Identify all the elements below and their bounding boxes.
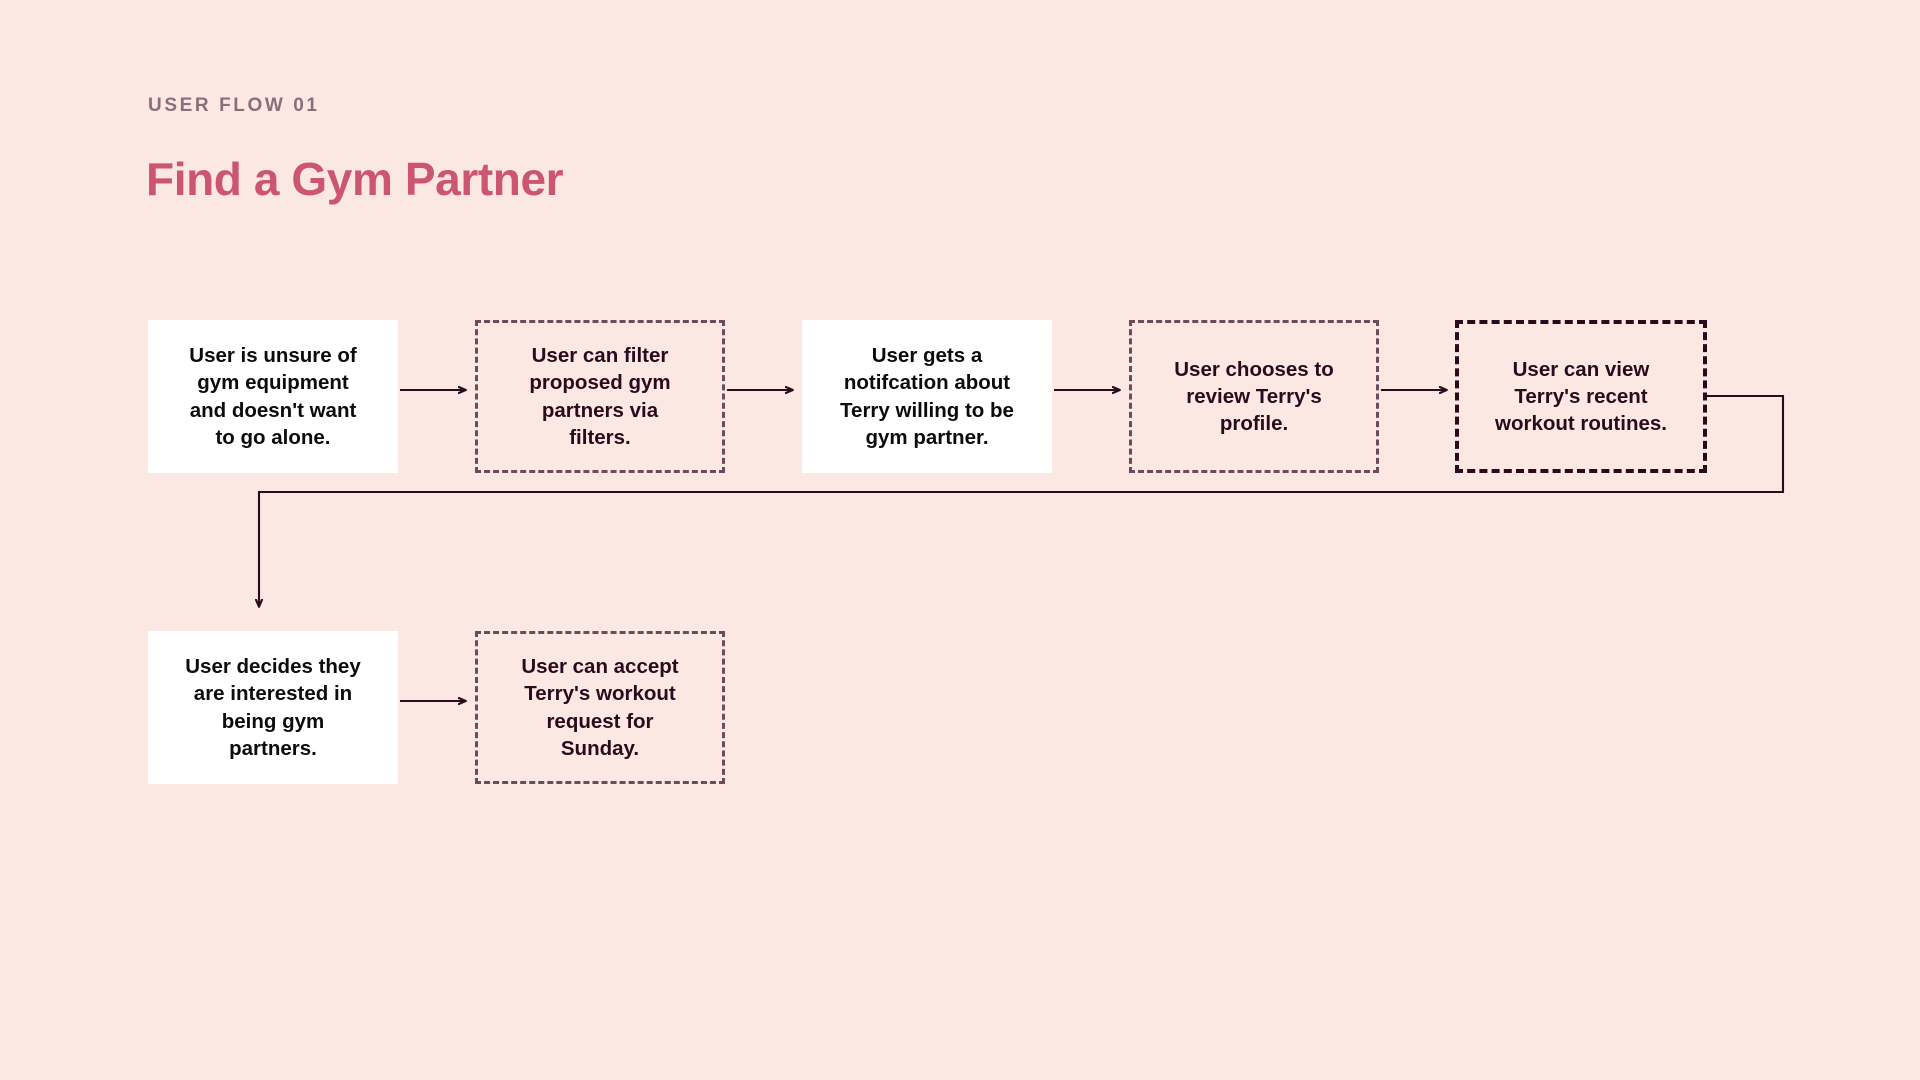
flow-node-4-label: User chooses to review Terry's profile.: [1174, 357, 1334, 436]
flow-node-2[interactable]: User can filter proposed gym partners vi…: [475, 320, 725, 473]
flow-node-4[interactable]: User chooses to review Terry's profile.: [1129, 320, 1379, 473]
flow-node-1-label: User is unsure of gym equipment and does…: [189, 344, 357, 449]
flow-node-5-label: User can view Terry's recent workout rou…: [1495, 357, 1667, 436]
flow-node-3[interactable]: User gets a notifcation about Terry will…: [802, 320, 1052, 473]
flow-node-7[interactable]: User can accept Terry's workout request …: [475, 631, 725, 784]
flow-node-3-label: User gets a notifcation about Terry will…: [840, 344, 1014, 449]
flow-node-2-label: User can filter proposed gym partners vi…: [529, 344, 671, 449]
flow-node-7-label: User can accept Terry's workout request …: [521, 655, 679, 760]
flow-node-1[interactable]: User is unsure of gym equipment and does…: [148, 320, 398, 473]
flow-node-6[interactable]: User decides they are interested in bein…: [148, 631, 398, 784]
page-eyebrow: USER FLOW 01: [148, 95, 320, 116]
flow-node-6-label: User decides they are interested in bein…: [185, 655, 361, 760]
page-title: Find a Gym Partner: [146, 153, 564, 205]
flow-node-5[interactable]: User can view Terry's recent workout rou…: [1455, 320, 1707, 473]
